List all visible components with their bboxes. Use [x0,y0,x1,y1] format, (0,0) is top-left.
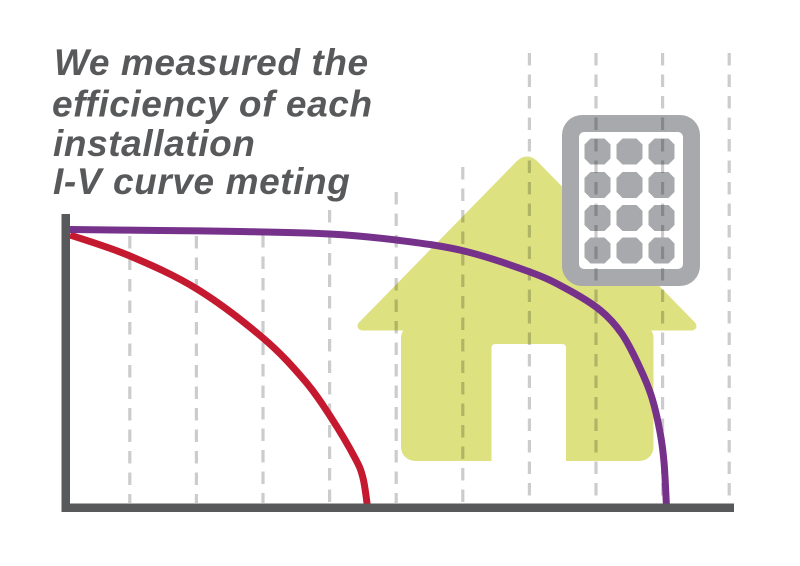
svg-text:installation: installation [53,123,256,164]
svg-text:I-V curve meting: I-V curve meting [53,161,350,202]
svg-text:efficiency of each: efficiency of each [52,84,373,125]
svg-text:We measured the: We measured the [54,42,369,83]
